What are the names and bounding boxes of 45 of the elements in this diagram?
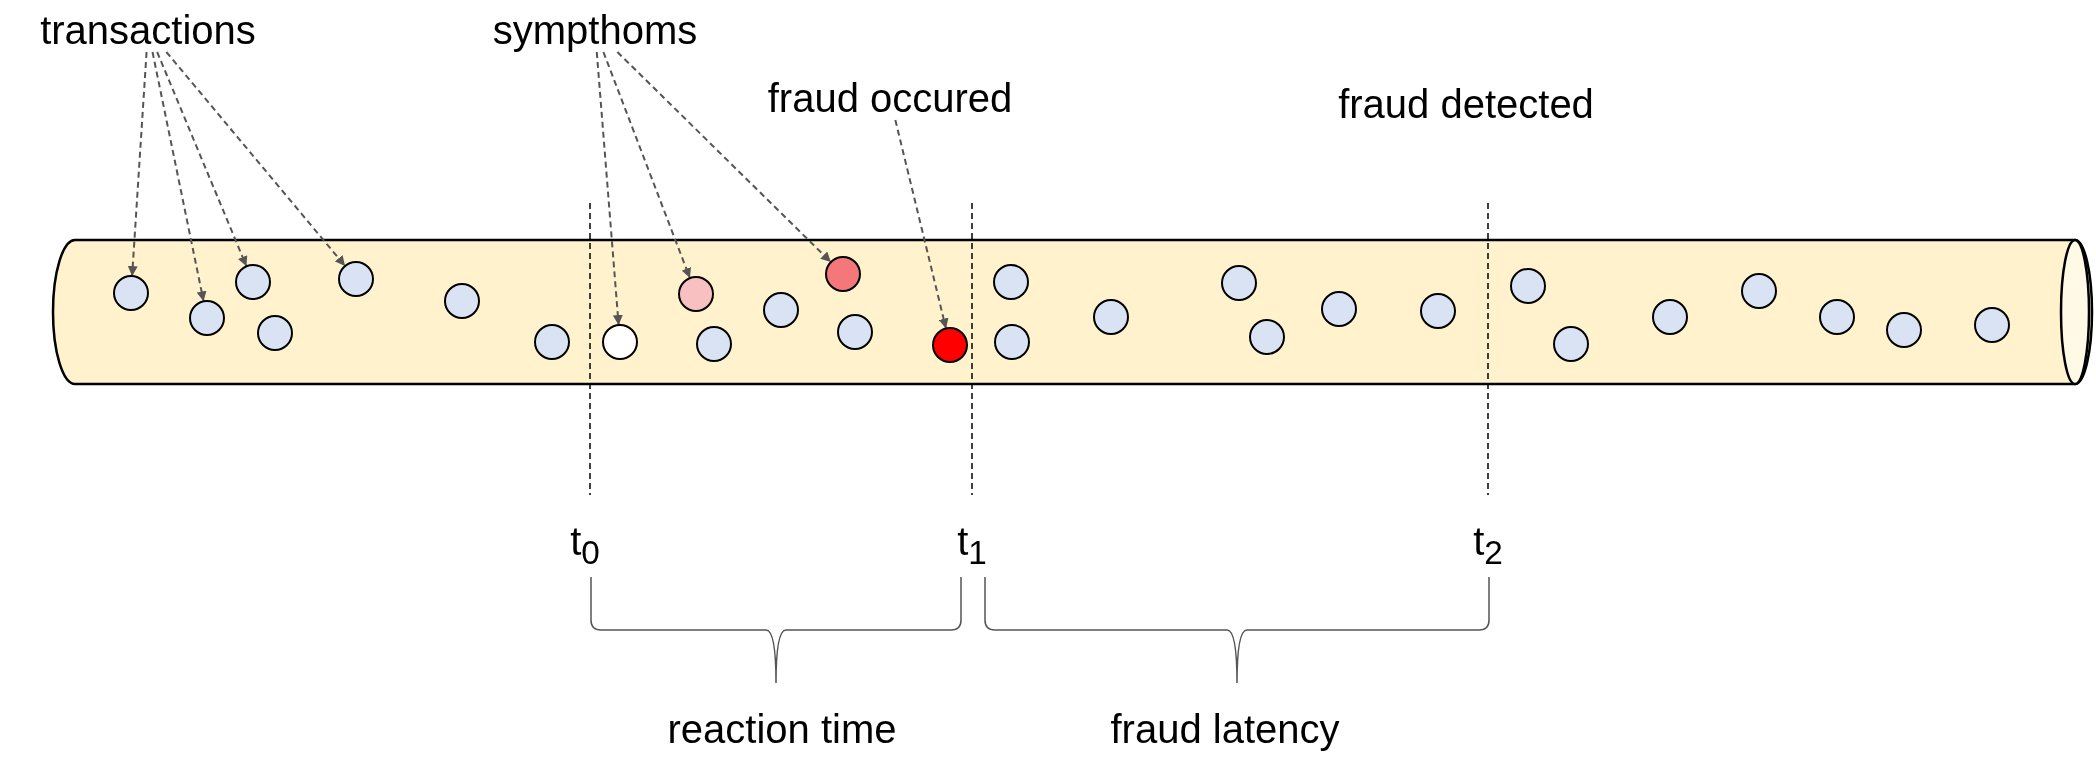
time-label: t$_{2}$ bbox=[1473, 518, 1503, 572]
leader-line bbox=[151, 51, 207, 302]
transaction-dot bbox=[257, 315, 293, 351]
callout-text: fraud occured bbox=[767, 76, 1013, 120]
leader-line bbox=[616, 51, 832, 263]
transaction-dot bbox=[338, 261, 374, 297]
transaction-dot bbox=[1510, 268, 1546, 304]
transaction-dot bbox=[1221, 265, 1257, 301]
transaction-dot bbox=[1819, 299, 1855, 335]
transaction-dot bbox=[932, 327, 968, 363]
time-label: t$_{1}$ bbox=[957, 518, 987, 572]
leader-line bbox=[165, 51, 346, 267]
transaction-dot bbox=[1093, 299, 1129, 335]
interval-label: fraud latency bbox=[1110, 707, 1340, 751]
event-label: fraud detected bbox=[1338, 82, 1594, 126]
transaction-dot bbox=[1974, 307, 2010, 343]
interval-label: reaction time bbox=[667, 707, 897, 751]
transaction-dot bbox=[235, 264, 271, 300]
leader-line bbox=[156, 51, 248, 267]
callout-text: sympthoms bbox=[492, 8, 698, 52]
callout-text: transactions bbox=[40, 8, 256, 52]
transaction-dot bbox=[1249, 319, 1285, 355]
leader-line bbox=[602, 51, 691, 279]
transaction-dot bbox=[1886, 312, 1922, 348]
leader-line bbox=[894, 119, 949, 329]
leader-line bbox=[595, 51, 623, 326]
transaction-dot bbox=[1420, 293, 1456, 329]
transaction-dot bbox=[444, 283, 480, 319]
transaction-dot bbox=[602, 324, 638, 360]
transaction-dot bbox=[534, 324, 570, 360]
transaction-dot bbox=[1321, 291, 1357, 327]
transaction-dot bbox=[189, 300, 225, 336]
leader-line bbox=[127, 51, 148, 277]
transaction-dot bbox=[837, 314, 873, 350]
time-label: t$_{0}$ bbox=[570, 518, 600, 572]
transaction-dot bbox=[1741, 273, 1777, 309]
transaction-dot bbox=[113, 275, 149, 311]
transaction-dot bbox=[993, 264, 1029, 300]
transaction-dot bbox=[1553, 326, 1589, 362]
transaction-dot bbox=[994, 324, 1030, 360]
transaction-dot bbox=[825, 256, 861, 292]
transaction-dot bbox=[696, 326, 732, 362]
transaction-dot bbox=[763, 292, 799, 328]
transaction-dot bbox=[1652, 299, 1688, 335]
transaction-dot bbox=[678, 276, 714, 312]
